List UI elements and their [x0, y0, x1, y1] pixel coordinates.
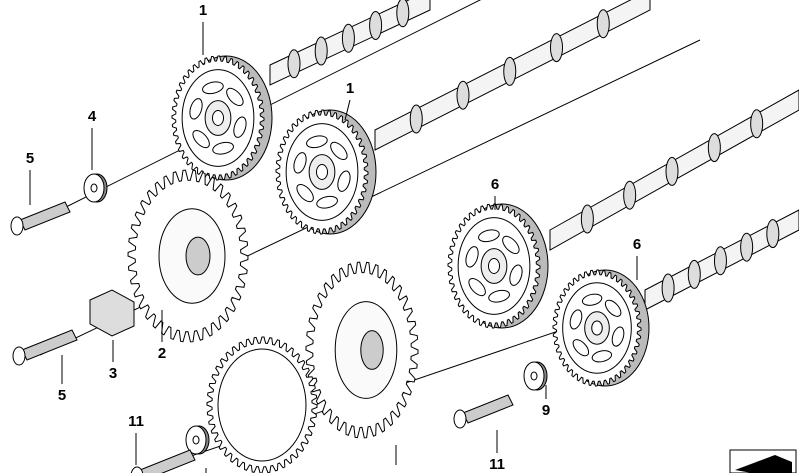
bolt-5-head — [10, 216, 24, 236]
callout-1-second: 1 — [345, 80, 355, 97]
camshaft-gear-6-second-window — [569, 309, 583, 330]
camshaft-gear-6-second-window — [611, 326, 625, 347]
camshaft-gear-1-window — [233, 116, 247, 138]
washer-9-hole — [530, 371, 538, 381]
camshaft-4-lobe — [713, 246, 727, 276]
camshaft-gear-6-second-bore — [591, 320, 603, 336]
camshaft-gear-1-rim — [181, 69, 255, 167]
callout-4: 4 — [87, 108, 97, 125]
part-block-icon — [735, 455, 792, 473]
camshaft-2-lobe — [503, 56, 517, 86]
camshaft-gear-1-second-window — [306, 135, 328, 149]
camshaft-gear-1-second-window — [296, 183, 314, 203]
camshaft-gear-6-window — [465, 246, 479, 268]
washer-lower-hole — [192, 435, 200, 445]
camshaft-gear-6-window — [488, 289, 510, 303]
bolt-5-second-head — [12, 346, 26, 366]
camshaft-gear-6-second-window — [591, 350, 613, 363]
callout-leader — [344, 99, 351, 121]
camshaft-gear-6-window — [468, 277, 486, 297]
camshaft-3-lobe — [750, 109, 764, 139]
axis-line — [39, 0, 482, 221]
camshaft-gear-1-window — [202, 81, 224, 95]
gear-lower — [206, 336, 318, 473]
camshaft-gear-6-second-rim — [562, 282, 632, 374]
camshaft-4-lobe — [740, 232, 754, 262]
camshaft-gear-1-bore — [211, 110, 225, 126]
bolt-5 — [19, 201, 71, 231]
camshaft-gear-1-second-rim — [285, 123, 359, 221]
camshaft-2-lobe — [596, 9, 610, 39]
camshaft-gear-6-window — [478, 229, 500, 243]
camshaft-1-lobe — [369, 11, 383, 40]
bolt-11-second — [462, 394, 514, 424]
camshaft-gear-6-bore — [487, 258, 501, 274]
camshaft-gear-1-window — [212, 141, 234, 155]
camshaft-1-lobe — [341, 23, 355, 53]
sprocket-lower-bore — [360, 330, 384, 370]
callout-5-second: 5 — [57, 387, 67, 404]
callout-11-second: 11 — [489, 456, 505, 473]
washer-4-hole — [90, 183, 98, 193]
camshaft-gear-1-second-window — [337, 170, 351, 192]
camshaft-3-lobe — [665, 156, 679, 186]
callout-9: 9 — [541, 402, 551, 419]
bushing-3 — [89, 289, 135, 337]
callout-1: 1 — [198, 2, 208, 19]
camshaft-2-lobe — [550, 33, 563, 63]
camshaft-3-lobe — [580, 204, 594, 234]
gear-lower-rim — [217, 348, 307, 462]
bolt-11-head — [130, 466, 144, 473]
camshaft-gear-1-window — [226, 87, 244, 107]
camshaft-4-lobe — [661, 273, 675, 303]
callout-11: 11 — [128, 413, 144, 430]
camshaft-1-lobe — [314, 36, 328, 66]
camshaft-2-lobe — [409, 104, 423, 134]
camshaft-gear-1-second-window — [330, 141, 348, 161]
camshaft-gear-6-window — [502, 235, 520, 255]
camshaft-gear-1-second-bore — [315, 164, 329, 180]
camshaft-gear-1-second-window — [293, 152, 307, 174]
callout-3: 3 — [108, 365, 118, 382]
camshaft-1-lobe — [287, 49, 301, 79]
camshaft-gear-6-second-window — [604, 299, 622, 317]
camshaft-3-lobe — [707, 133, 721, 163]
camshaft-4-lobe — [687, 259, 701, 289]
camshaft-gear-6-rim — [457, 217, 531, 315]
callout-2: 2 — [157, 345, 167, 362]
camshaft-gear-1-window — [192, 129, 210, 149]
camshaft-gear-1-second-window — [316, 195, 338, 209]
camshaft-gear-1-window — [189, 98, 203, 120]
camshaft-2-lobe — [456, 80, 470, 110]
callout-6-second: 6 — [632, 236, 642, 253]
bolt-5-second — [21, 329, 78, 361]
callout-6: 6 — [490, 176, 500, 193]
camshaft-gear-6-window — [509, 264, 523, 286]
bolt-11 — [139, 449, 196, 473]
camshaft-gear-6-second-window — [572, 339, 590, 357]
camshaft-1-lobe — [396, 0, 410, 28]
sprocket-2-bore — [185, 236, 211, 276]
camshaft-3-lobe — [623, 180, 637, 210]
camshaft-gear-6-second-window — [581, 293, 603, 306]
bolt-11-second-head — [453, 409, 467, 429]
callout-5: 5 — [25, 150, 35, 167]
camshaft-4-lobe — [766, 219, 780, 249]
